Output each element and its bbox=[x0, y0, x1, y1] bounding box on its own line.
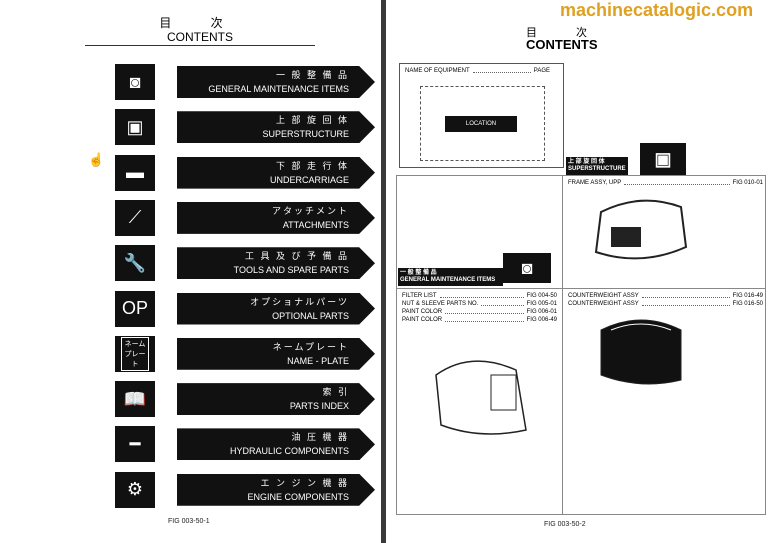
contents-item[interactable]: ⚙ エ ン ジ ン 機 器 ENGINE COMPONENTS bbox=[115, 471, 377, 508]
watermark: machinecatalogic.com bbox=[560, 0, 754, 20]
title-jp: 目 次 bbox=[526, 27, 606, 39]
contents-item[interactable]: ◙ 一 般 整 備 品 GENERAL MAINTENANCE ITEMS bbox=[115, 64, 377, 100]
section-banner[interactable]: 工 具 及 び 予 備 品 TOOLS AND SPARE PARTS bbox=[177, 247, 375, 280]
part-name: COUNTERWEIGHT ASSY bbox=[568, 293, 639, 299]
section-en: GENERAL MAINTENANCE ITEMS bbox=[208, 84, 349, 94]
right-page: 目 次 CONTENTS NAME OF EQUIPMENT PAGE LOCAT… bbox=[386, 0, 768, 543]
contents-item[interactable]: 🔧 工 具 及 び 予 備 品 TOOLS AND SPARE PARTS bbox=[115, 245, 377, 282]
nameplate-icon: ネーム プレート bbox=[115, 335, 155, 372]
section-jp: 下 部 走 行 体 bbox=[275, 160, 349, 171]
part-name: FILTER LIST bbox=[402, 293, 437, 299]
section-jp: ネームプレート bbox=[272, 341, 349, 352]
parts-list-item[interactable]: PAINT COLOR FIG 006-01 bbox=[402, 308, 557, 316]
section-en: TOOLS AND SPARE PARTS bbox=[233, 265, 349, 276]
section-banner[interactable]: 一 般 整 備 品 GENERAL MAINTENANCE ITEMS bbox=[177, 66, 375, 98]
book-icon: 📖 bbox=[115, 381, 155, 418]
part-fig: FIG 006-01 bbox=[526, 309, 557, 315]
section-banner[interactable]: 索 引 PARTS INDEX bbox=[177, 383, 375, 416]
part-name: COUNTERWEIGHT ASSY bbox=[568, 301, 639, 307]
left-page: 目 次 CONTENTS ◙ 一 般 整 備 品 GENERAL MAINTENAN… bbox=[0, 0, 381, 543]
track-icon: ▬ bbox=[115, 154, 155, 191]
section-jp: オプショナルパーツ bbox=[250, 296, 349, 307]
section-banner[interactable]: 上 部 旋 回 体 SUPERSTRUCTURE bbox=[177, 111, 375, 144]
location-label: LOCATION bbox=[445, 116, 517, 132]
section-jp: 一 般 整 備 品 bbox=[275, 70, 349, 80]
counterweight-drawing bbox=[600, 319, 682, 385]
diagram-frame bbox=[396, 175, 766, 515]
section-jp: アタッチメント bbox=[271, 205, 349, 216]
section-en: ATTACHMENTS bbox=[282, 219, 349, 230]
section-banner[interactable]: オプショナルパーツ OPTIONAL PARTS bbox=[177, 292, 375, 325]
part-name: FRAME ASSY, UPP bbox=[568, 180, 622, 186]
part-fig: FIG 010-01 bbox=[732, 180, 763, 186]
boom-icon: ⟋ bbox=[115, 199, 155, 236]
cylinder-icon: ━ bbox=[115, 426, 155, 463]
part-name: NUT & SLEEVE PARTS NO. bbox=[402, 301, 479, 307]
parts-list-item[interactable]: COUNTERWEIGHT ASSY FIG 016-50 bbox=[568, 300, 763, 308]
section-en: UNDERCARRIAGE bbox=[269, 174, 349, 185]
page-title: CONTENTS bbox=[526, 37, 598, 52]
contents-item[interactable]: 📖 索 引 PARTS INDEX bbox=[115, 381, 377, 418]
contents-item[interactable]: ▣ 上 部 旋 回 体 SUPERSTRUCTURE bbox=[115, 109, 377, 146]
icon-label: OP bbox=[121, 298, 148, 318]
section-en: OPTIONAL PARTS bbox=[272, 310, 349, 321]
machine-drawing bbox=[435, 360, 527, 435]
part-name: PAINT COLOR bbox=[402, 317, 443, 323]
section-en: NAME - PLATE bbox=[287, 355, 349, 366]
contents-item[interactable]: ▬ 下 部 走 行 体 UNDERCARRIAGE bbox=[115, 154, 377, 191]
section-banner[interactable]: エ ン ジ ン 機 器 ENGINE COMPONENTS bbox=[177, 473, 375, 506]
cab-icon: ▣ bbox=[115, 109, 155, 146]
contents-item[interactable]: OP オプショナルパーツ OPTIONAL PARTS bbox=[115, 290, 377, 327]
part-fig: FIG 005-01 bbox=[526, 301, 557, 307]
section-jp: 上 部 旋 回 体 bbox=[275, 115, 349, 126]
section-en: SUPERSTRUCTURE bbox=[262, 129, 349, 140]
wrench-icon: 🔧 bbox=[115, 245, 155, 282]
upper-frame-drawing bbox=[594, 199, 688, 260]
part-fig: FIG 016-49 bbox=[732, 293, 763, 299]
contents-item[interactable]: ⟋ アタッチメント ATTACHMENTS bbox=[115, 199, 377, 236]
part-fig: FIG 006-49 bbox=[526, 317, 557, 323]
section-jp: 工 具 及 び 予 備 品 bbox=[244, 251, 349, 262]
parts-list-item[interactable]: FILTER LIST FIG 004-50 bbox=[402, 292, 557, 300]
page-title: CONTENTS bbox=[85, 30, 315, 46]
parts-list-item[interactable]: FRAME ASSY, UPP FIG 010-01 bbox=[568, 179, 763, 187]
section-banner[interactable]: 下 部 走 行 体 UNDERCARRIAGE bbox=[177, 156, 375, 189]
section-en: HYDRAULIC COMPONENTS bbox=[229, 446, 349, 457]
section-banner[interactable]: ネームプレート NAME - PLATE bbox=[177, 337, 375, 370]
section-en: ENGINE COMPONENTS bbox=[247, 491, 349, 502]
legend-name: NAME OF EQUIPMENT bbox=[405, 68, 470, 74]
section-en: PARTS INDEX bbox=[289, 401, 349, 412]
icon-label: ネーム プレート bbox=[121, 336, 149, 371]
section-jp: エ ン ジ ン 機 器 bbox=[260, 477, 349, 488]
parts-list-item[interactable]: NUT & SLEEVE PARTS NO. FIG 005-01 bbox=[402, 300, 557, 308]
parts-list-item[interactable]: COUNTERWEIGHT ASSY FIG 016-49 bbox=[568, 292, 763, 300]
section-jp: 油 圧 機 器 bbox=[291, 432, 349, 443]
op-icon: OP bbox=[115, 290, 155, 327]
parts-list-item[interactable]: PAINT COLOR FIG 006-49 bbox=[402, 316, 557, 324]
hand-cursor-icon: ☝ bbox=[88, 152, 105, 167]
part-fig: FIG 004-50 bbox=[526, 293, 557, 299]
section-jp: 索 引 bbox=[322, 387, 349, 398]
legend-page: PAGE bbox=[533, 68, 550, 74]
footer-fig: FIG 003-50-1 bbox=[168, 518, 210, 525]
title-jp: 目 次 bbox=[159, 16, 241, 30]
engine-icon: ⚙ bbox=[115, 471, 155, 508]
filter-icon: ◙ bbox=[115, 64, 155, 100]
contents-item[interactable]: ━ 油 圧 機 器 HYDRAULIC COMPONENTS bbox=[115, 426, 377, 463]
contents-item[interactable]: ネーム プレート ネームプレート NAME - PLATE bbox=[115, 335, 377, 372]
part-name: PAINT COLOR bbox=[402, 309, 443, 315]
section-banner[interactable]: アタッチメント ATTACHMENTS bbox=[177, 201, 375, 234]
cab-icon: ▣ bbox=[640, 143, 686, 175]
filter-icon: ◙ bbox=[503, 253, 551, 283]
footer-fig: FIG 003-50-2 bbox=[544, 521, 586, 528]
part-fig: FIG 016-50 bbox=[732, 301, 763, 307]
section-banner[interactable]: 油 圧 機 器 HYDRAULIC COMPONENTS bbox=[177, 428, 375, 461]
legend-box: NAME OF EQUIPMENT PAGE LOCATION bbox=[399, 63, 564, 168]
